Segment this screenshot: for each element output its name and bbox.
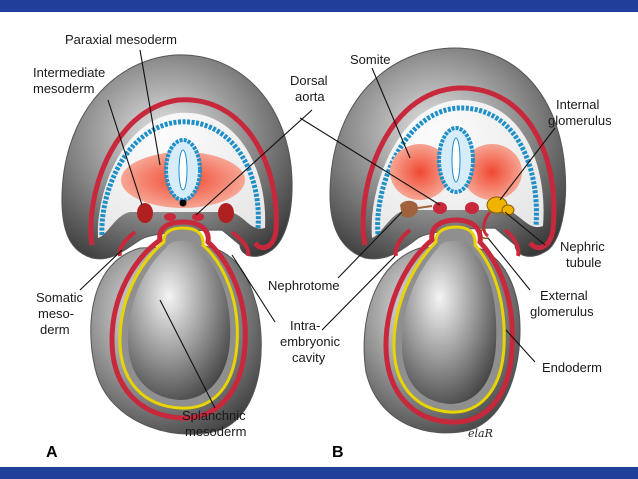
label-external-glomerulus-2: glomerulus bbox=[530, 304, 594, 319]
label-intraembryonic-cavity-1: Intra- bbox=[290, 318, 320, 333]
panel-b-embryo bbox=[329, 47, 567, 434]
panel-label-a: A bbox=[46, 444, 58, 461]
intermediate-mesoderm-right-a bbox=[218, 203, 234, 223]
label-nephric-tubule-1: Nephric bbox=[560, 239, 605, 254]
labels: Paraxial mesoderm Intermediate mesoderm … bbox=[33, 32, 612, 461]
ectoderm-a bbox=[99, 119, 261, 236]
label-dorsal-aorta-1: Dorsal bbox=[290, 73, 328, 88]
gut-lumen-b bbox=[402, 240, 497, 404]
label-nephrotome: Nephrotome bbox=[268, 278, 340, 293]
label-somite: Somite bbox=[350, 52, 390, 67]
label-somatic-mesoderm-3: derm bbox=[40, 322, 70, 337]
notochord-a bbox=[179, 199, 187, 207]
label-endoderm: Endoderm bbox=[542, 360, 602, 375]
somatic-layer-b bbox=[360, 85, 557, 251]
artist-signature: elaR bbox=[468, 427, 493, 440]
somatic-layer-a bbox=[88, 97, 279, 251]
top-band bbox=[0, 0, 638, 12]
label-intermediate-mesoderm-1: Intermediate bbox=[33, 65, 105, 80]
label-splanchnic-mesoderm-1: Splanchnic bbox=[182, 408, 246, 423]
label-somatic-mesoderm-2: meso- bbox=[38, 306, 74, 321]
bottom-band bbox=[0, 467, 638, 479]
ectoderm-b bbox=[375, 105, 539, 235]
leader-lines bbox=[79, 49, 556, 409]
label-somatic-mesoderm-1: Somatic bbox=[36, 290, 83, 305]
label-intermediate-mesoderm-2: mesoderm bbox=[33, 81, 94, 96]
label-dorsal-aorta-2: aorta bbox=[295, 89, 325, 104]
label-nephric-tubule-2: tubule bbox=[566, 255, 601, 270]
label-splanchnic-mesoderm-2: mesoderm bbox=[185, 424, 246, 439]
panel-a-embryo bbox=[61, 54, 293, 435]
label-external-glomerulus-1: External bbox=[540, 288, 588, 303]
label-internal-glomerulus-1: Internal bbox=[556, 97, 599, 112]
somite-right-b bbox=[462, 144, 522, 200]
nephric-tubule-b bbox=[482, 211, 492, 238]
label-intraembryonic-cavity-3: cavity bbox=[292, 350, 326, 365]
label-paraxial-mesoderm: Paraxial mesoderm bbox=[65, 32, 177, 47]
somite-left-b bbox=[390, 144, 450, 200]
label-internal-glomerulus-2: glomerulus bbox=[548, 113, 612, 128]
panel-label-b: B bbox=[332, 444, 344, 461]
splanchnic-layer-a bbox=[109, 219, 248, 421]
nephrotome-b bbox=[400, 200, 418, 218]
gut-lumen-a bbox=[128, 240, 231, 400]
splanchnic-layer-b bbox=[383, 217, 515, 425]
label-intraembryonic-cavity-2: embryonic bbox=[280, 334, 340, 349]
intermediate-mesoderm-left-a bbox=[137, 203, 153, 223]
